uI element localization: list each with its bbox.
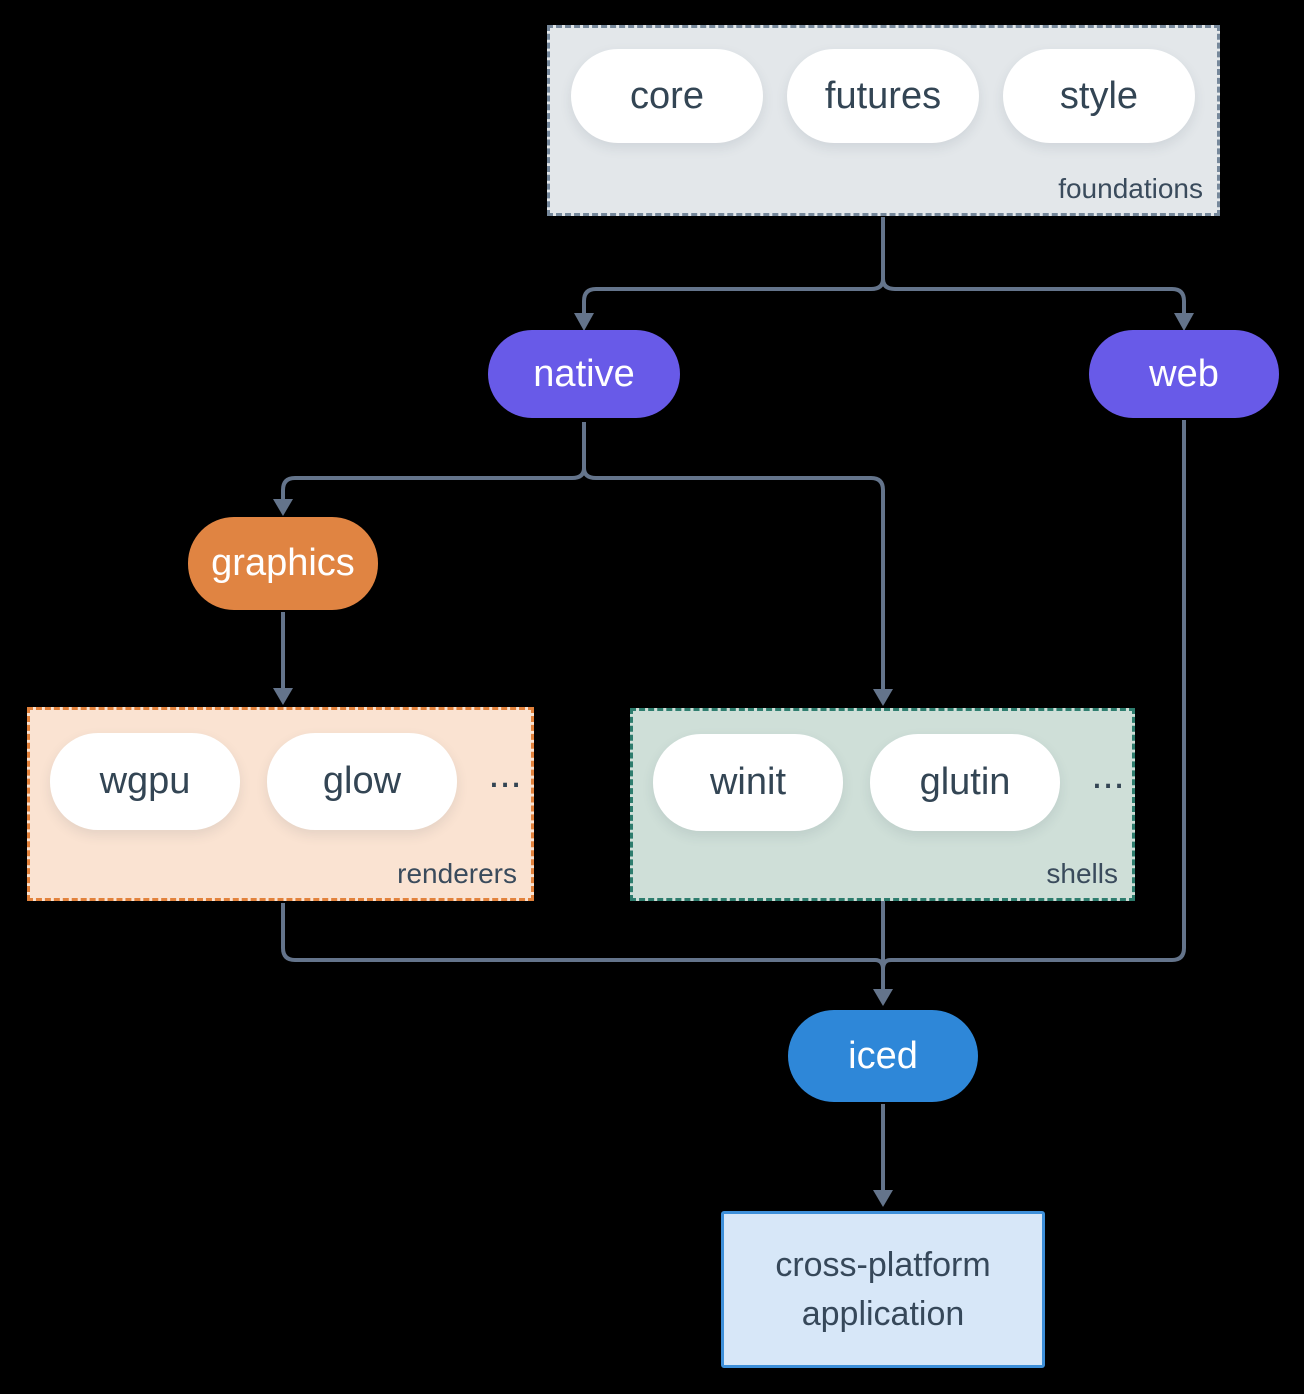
edge-foundations-native [582, 278, 885, 314]
edge-native-shells [582, 467, 885, 689]
edge-renderers-merge [281, 903, 885, 970]
edge-native-graphics [281, 467, 586, 499]
renderers-pill-row: wgpu glow ... [30, 710, 531, 830]
pill-futures-label: futures [824, 74, 942, 117]
arrowhead-native [574, 313, 594, 331]
arrowhead-web [1174, 313, 1194, 331]
pill-style: style [1003, 49, 1195, 143]
application-label-line1: cross-platform [775, 1245, 991, 1284]
node-graphics: graphics [188, 517, 378, 610]
node-web: web [1089, 330, 1279, 418]
arrowhead-iced [873, 989, 893, 1006]
arrowhead-application [873, 1190, 893, 1207]
pill-futures: futures [787, 49, 979, 143]
pill-glutin-label: glutin [919, 761, 1011, 803]
shells-group-label: shells [1046, 858, 1118, 889]
pill-winit-label: winit [709, 761, 787, 803]
shells-group: winit glutin ... shells [630, 708, 1135, 901]
pill-style-label: style [1059, 74, 1139, 117]
node-cross-platform-application: cross-platform application [721, 1211, 1045, 1368]
node-iced: iced [788, 1010, 978, 1102]
node-web-label: web [1149, 352, 1219, 395]
foundations-pill-row: core futures style [550, 28, 1217, 143]
renderers-group-label: renderers [397, 858, 517, 889]
pill-core-label: core [630, 74, 704, 117]
node-native: native [488, 330, 680, 418]
shells-pill-row: winit glutin ... [633, 711, 1132, 831]
foundations-group-label: foundations [1058, 173, 1203, 204]
node-native-label: native [533, 352, 635, 395]
edge-foundations-web [881, 278, 1186, 314]
pill-glow: glow [267, 733, 457, 830]
shells-ellipsis: ... [1091, 753, 1125, 797]
renderers-group: wgpu glow ... renderers [27, 707, 534, 901]
pill-winit: winit [653, 734, 843, 831]
pill-wgpu: wgpu [50, 733, 240, 830]
node-iced-label: iced [848, 1034, 918, 1077]
renderers-ellipsis: ... [488, 752, 522, 796]
pill-glow-label: glow [322, 760, 402, 802]
pill-glutin: glutin [870, 734, 1060, 831]
arrowhead-shells [873, 689, 893, 706]
arrowhead-graphics [273, 499, 293, 516]
pill-wgpu-label: wgpu [99, 760, 191, 802]
foundations-group: core futures style foundations [547, 25, 1220, 216]
node-graphics-label: graphics [211, 542, 355, 584]
application-label-line2: application [801, 1294, 965, 1333]
pill-core: core [571, 49, 763, 143]
arrowhead-renderers [273, 688, 293, 705]
